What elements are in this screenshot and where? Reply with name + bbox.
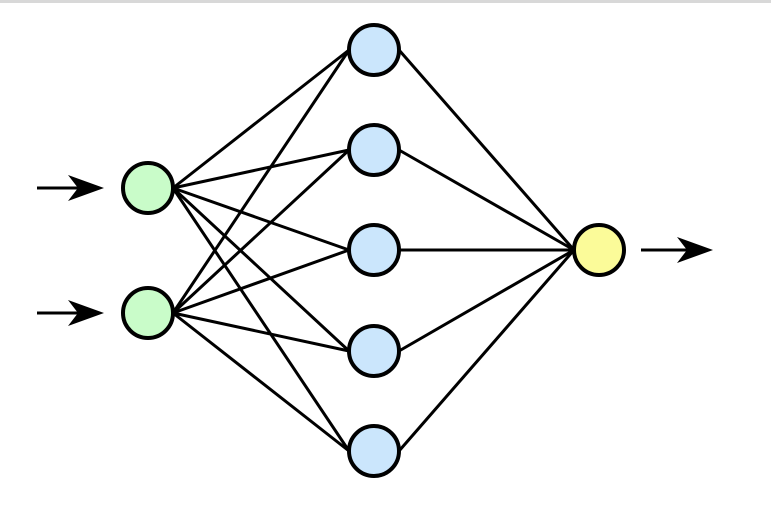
edge-input-0-to-hidden-4 — [171, 187, 351, 452]
top-border-line — [0, 0, 771, 3]
edge-input-0-to-hidden-2 — [172, 186, 350, 252]
edge-hidden-0-to-output-0 — [397, 49, 576, 251]
edge-hidden-1-to-output-0 — [398, 148, 575, 252]
hidden-node-4 — [347, 324, 401, 378]
edge-input-1-to-hidden-3 — [172, 311, 350, 353]
hidden-node-5 — [347, 424, 401, 478]
edge-input-1-to-hidden-1 — [171, 148, 351, 315]
input-arrow-2-head — [68, 300, 104, 326]
edge-input-0-to-hidden-0 — [172, 48, 350, 190]
input-arrow-1-head — [68, 175, 104, 201]
input-node-1 — [121, 161, 175, 215]
edge-input-1-to-hidden-4 — [172, 311, 350, 453]
output-arrow-head — [677, 237, 713, 263]
input-arrow-1 — [37, 175, 104, 201]
edge-input-0-to-hidden-3 — [171, 186, 351, 353]
output-node-1 — [572, 223, 626, 277]
hidden-node-2 — [347, 123, 401, 177]
hidden-node-1 — [347, 23, 401, 77]
edge-hidden-4-to-output-0 — [397, 249, 576, 452]
edge-hidden-3-to-output-0 — [398, 248, 575, 353]
edge-input-1-to-hidden-2 — [172, 248, 350, 315]
edge-input-0-to-hidden-1 — [172, 148, 350, 190]
output-arrow — [641, 237, 713, 263]
input-arrow-2 — [37, 300, 104, 326]
hidden-node-3 — [347, 223, 401, 277]
edge-input-1-to-hidden-0 — [171, 49, 351, 314]
input-node-2 — [121, 286, 175, 340]
